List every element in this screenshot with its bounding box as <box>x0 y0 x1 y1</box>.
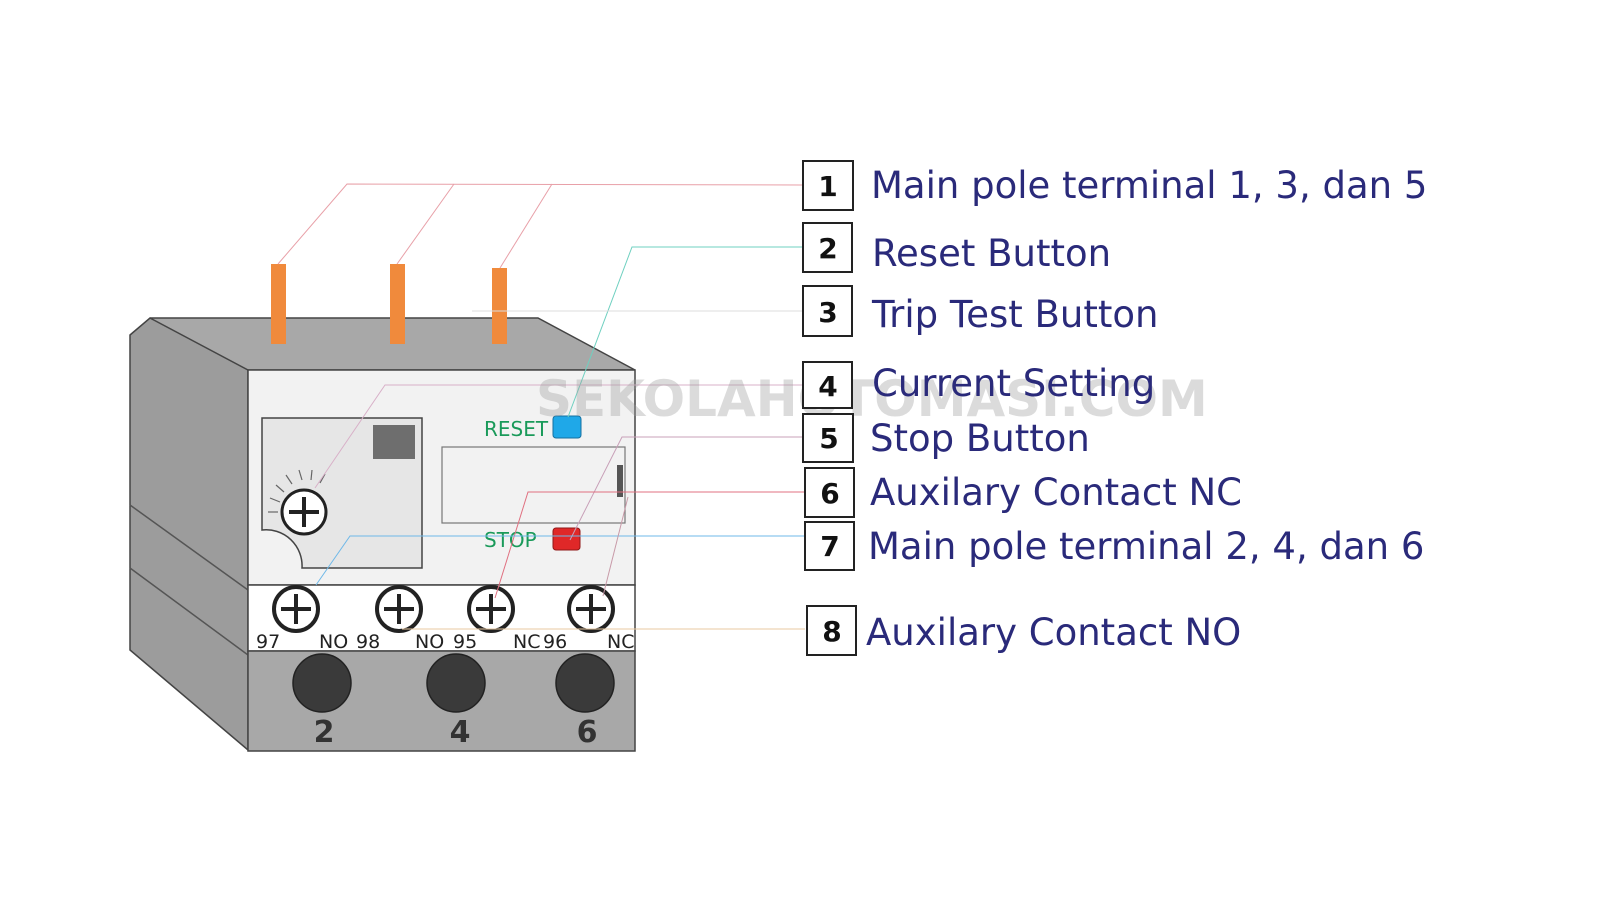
trip-test-window <box>441 446 626 524</box>
callout-1: 1 Main pole terminal 1, 3, dan 5 <box>802 160 1427 211</box>
callout-num-3: 3 <box>818 296 837 329</box>
aux-label-no-2: NO <box>415 631 444 653</box>
aux-label-96: 96 <box>543 631 567 653</box>
callout-6: 6 Auxilary Contact NC <box>804 467 1242 518</box>
watermark: SEKOLAHOTOMASI.COM <box>536 370 1208 428</box>
leader-lines <box>277 183 805 630</box>
main-terminal-label-4: 4 <box>450 715 471 750</box>
callout-num-2: 2 <box>818 232 837 265</box>
callout-text-4: Current Setting <box>872 362 1155 405</box>
relay-device: RESET STOP 97 NO 98 NO 95 <box>129 264 636 752</box>
main-terminal-4[interactable] <box>426 653 486 713</box>
callout-text-2: Reset Button <box>872 232 1111 275</box>
main-terminal-label-6: 6 <box>577 715 598 750</box>
aux-label-no-1: NO <box>319 631 348 653</box>
callout-num-5: 5 <box>819 422 838 455</box>
main-terminal-label-2: 2 <box>314 715 335 750</box>
setting-window <box>373 425 415 459</box>
callout-num-7: 7 <box>820 530 839 563</box>
callout-3: 3 Trip Test Button <box>802 285 1158 337</box>
main-terminal-2[interactable] <box>292 653 352 713</box>
device-side-face <box>129 317 249 752</box>
aux-label-97: 97 <box>256 631 280 653</box>
trip-test-button[interactable] <box>617 465 623 497</box>
callout-2: 2 Reset Button <box>802 222 1111 275</box>
callout-num-1: 1 <box>818 170 837 203</box>
callout-5: 5 Stop Button <box>802 413 1090 463</box>
callout-text-7: Main pole terminal 2, 4, dan 6 <box>868 525 1424 568</box>
aux-screw-97-98[interactable] <box>272 585 320 633</box>
main-terminal-6[interactable] <box>555 653 615 713</box>
aux-screw-96[interactable] <box>567 585 615 633</box>
callout-text-1: Main pole terminal 1, 3, dan 5 <box>871 164 1427 207</box>
callout-text-6: Auxilary Contact NC <box>870 471 1242 514</box>
main-pole-3 <box>390 264 405 344</box>
callout-text-5: Stop Button <box>870 417 1090 460</box>
callout-4: 4 Current Setting <box>802 361 1155 409</box>
callout-num-6: 6 <box>820 477 839 510</box>
aux-label-nc-2: NC <box>607 631 634 653</box>
callout-num-4: 4 <box>818 370 837 403</box>
aux-label-98: 98 <box>356 631 380 653</box>
reset-button[interactable] <box>552 415 582 439</box>
aux-screw-98[interactable] <box>375 585 423 633</box>
callout-num-8: 8 <box>822 615 841 648</box>
aux-screw-95[interactable] <box>467 585 515 633</box>
main-pole-5 <box>492 268 507 344</box>
aux-label-95: 95 <box>453 631 477 653</box>
current-setting-dial[interactable] <box>280 488 328 536</box>
main-pole-1 <box>271 264 286 344</box>
aux-label-nc-1: NC <box>513 631 540 653</box>
callout-text-8: Auxilary Contact NO <box>866 611 1241 654</box>
callout-7: 7 Main pole terminal 2, 4, dan 6 <box>804 521 1424 571</box>
reset-label: RESET <box>484 417 549 441</box>
stop-button[interactable] <box>552 527 581 551</box>
dial-scale <box>268 469 326 513</box>
callout-text-3: Trip Test Button <box>871 293 1158 336</box>
callout-8: 8 Auxilary Contact NO <box>806 605 1241 656</box>
